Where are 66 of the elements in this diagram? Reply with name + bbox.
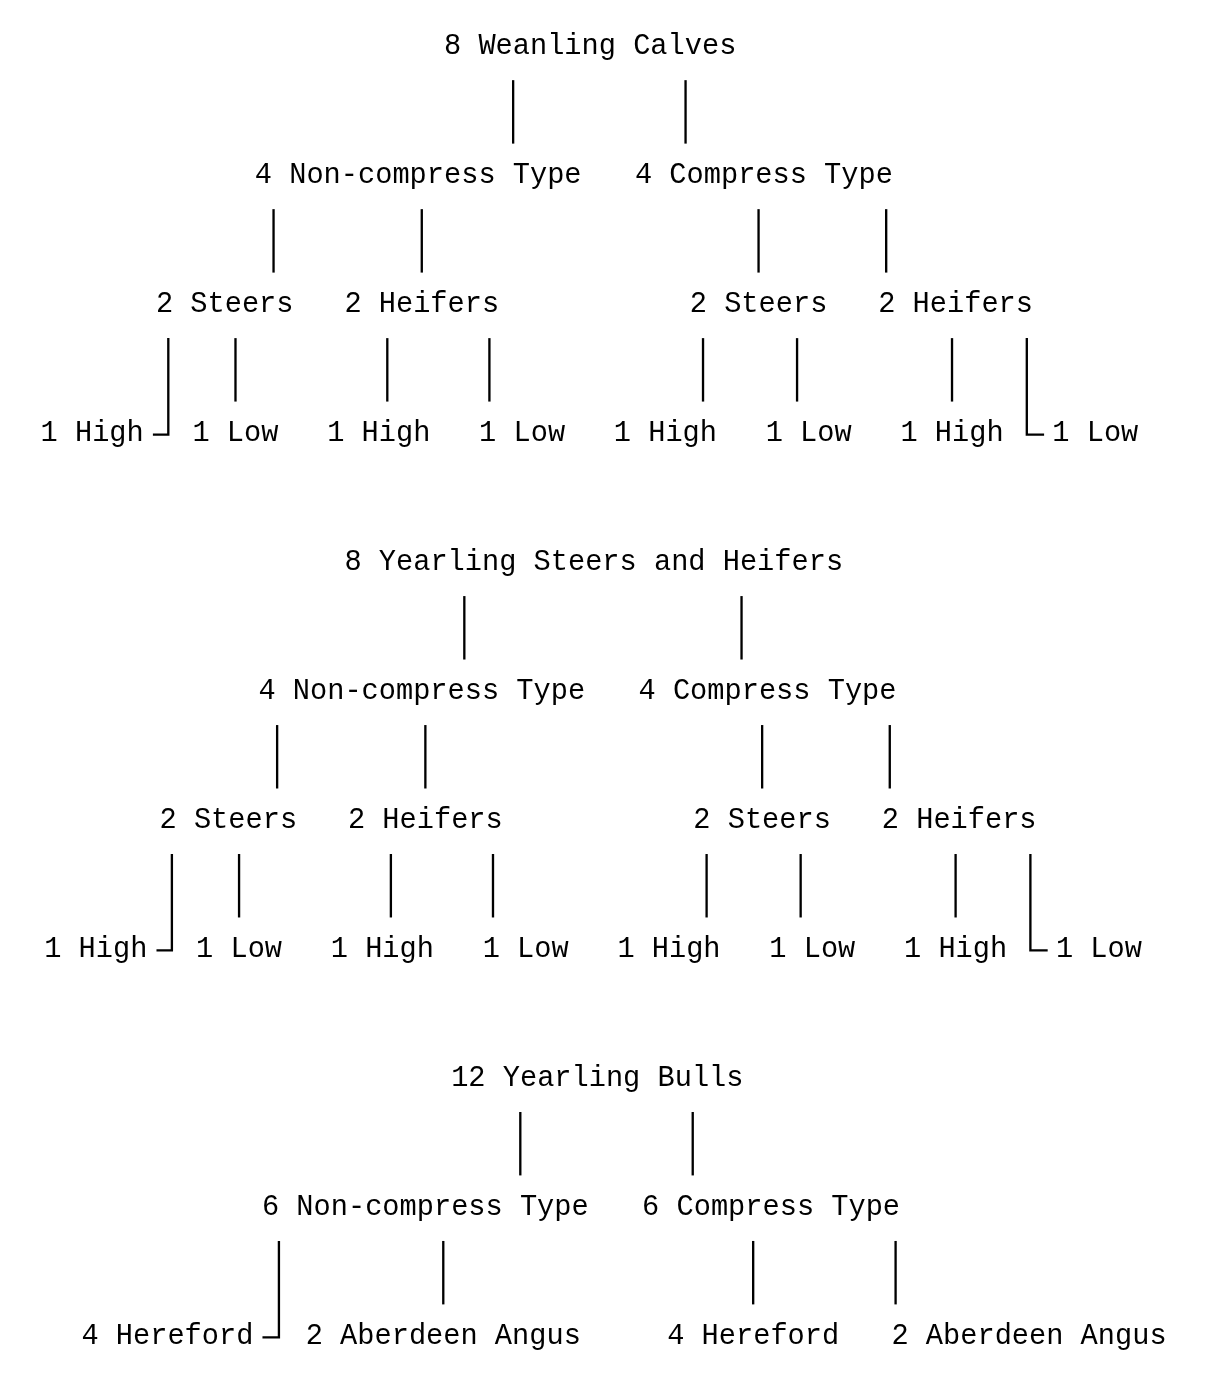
connector xyxy=(691,1112,694,1176)
node-text: 1 Low xyxy=(769,933,856,967)
node-text: 1 Low xyxy=(765,417,852,451)
connector xyxy=(760,725,764,789)
node-text: 1 High xyxy=(900,417,1004,451)
connector xyxy=(954,854,957,918)
node-text: 6 Compress Type xyxy=(642,1191,901,1225)
node-text: 1 Low xyxy=(1055,933,1142,967)
connector xyxy=(894,1240,897,1305)
node-text: 2 Steers xyxy=(693,804,831,838)
connector xyxy=(519,1112,522,1176)
connector xyxy=(795,338,799,402)
node-text: 2 Heifers xyxy=(344,288,500,322)
node-text: 1 High xyxy=(40,417,144,451)
node-text: 2 Aberdeen Angus xyxy=(891,1320,1167,1354)
node-text: 1 High xyxy=(617,933,721,967)
node-text: 1 Low xyxy=(482,933,569,967)
connector xyxy=(386,338,389,402)
connector xyxy=(757,209,760,273)
connector xyxy=(740,596,743,660)
connector xyxy=(272,209,275,273)
connector xyxy=(511,80,515,144)
connector xyxy=(389,854,393,918)
node-text: 1 Low xyxy=(479,417,566,451)
node-text: 4 Non-compress Type xyxy=(254,159,582,193)
node-text: 1 High xyxy=(904,933,1008,967)
node-text: 2 Heifers xyxy=(347,804,503,838)
node-text: 6 Non-compress Type xyxy=(261,1191,589,1225)
node-text: 1 High xyxy=(613,417,717,451)
node-text: 2 Heifers xyxy=(881,804,1037,838)
connector xyxy=(463,596,466,660)
node-text: 8 Yearling Steers and Heifers xyxy=(344,546,844,580)
connector xyxy=(442,1240,445,1305)
node-text: 2 Aberdeen Angus xyxy=(305,1320,581,1354)
connector xyxy=(885,209,888,273)
node-text: 1 Low xyxy=(1052,417,1139,451)
node-text: 12 Yearling Bulls xyxy=(451,1062,744,1096)
node-text: 4 Compress Type xyxy=(638,675,897,709)
node-text: 2 Steers xyxy=(159,804,298,838)
connector xyxy=(275,725,279,789)
connector xyxy=(684,80,687,144)
connector xyxy=(424,725,427,789)
node-text: 2 Steers xyxy=(155,288,294,322)
node-text: 4 Hereford xyxy=(667,1320,840,1354)
node-text: 1 High xyxy=(327,417,431,451)
node-text: 4 Compress Type xyxy=(634,159,893,193)
connector xyxy=(237,854,241,918)
connector xyxy=(420,209,423,273)
node-text: 1 Low xyxy=(196,933,283,967)
node-text: 1 High xyxy=(44,933,148,967)
connector xyxy=(491,854,495,918)
connector xyxy=(488,338,491,402)
connector xyxy=(950,338,954,402)
connector xyxy=(701,338,705,402)
node-text: 8 Weanling Calves xyxy=(444,30,737,64)
node-text: 2 Heifers xyxy=(878,288,1033,322)
connector xyxy=(752,1240,755,1305)
connector xyxy=(799,854,802,918)
connector xyxy=(234,338,237,402)
node-text: 4 Non-compress Type xyxy=(258,675,586,709)
connector xyxy=(888,725,891,789)
connector xyxy=(705,854,708,918)
node-text: 4 Hereford xyxy=(81,1320,254,1354)
node-text: 1 High xyxy=(330,933,434,967)
node-text: 2 Steers xyxy=(689,288,828,322)
node-text: 1 Low xyxy=(192,417,279,451)
